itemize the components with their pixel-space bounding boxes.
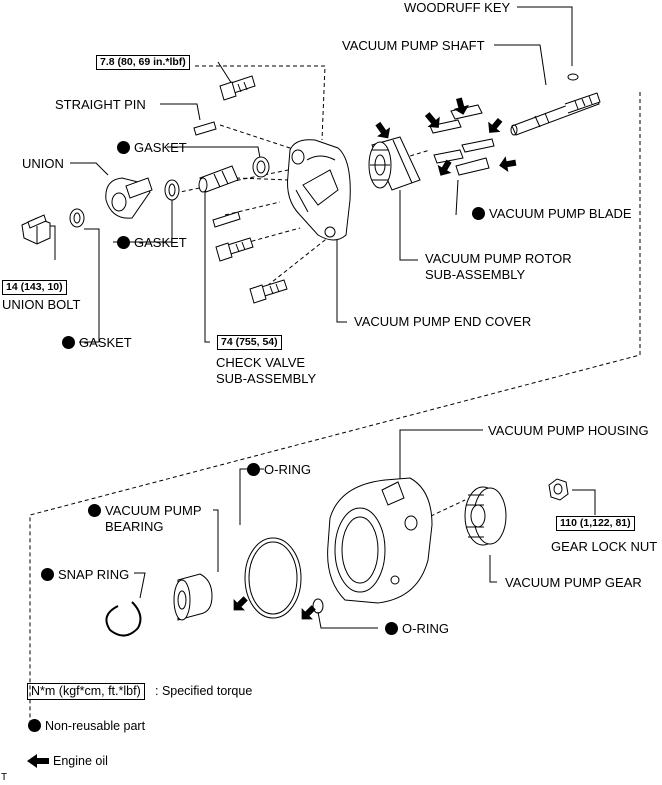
- label-gasket-bottom-text: GASKET: [79, 335, 132, 350]
- vacuum-pump-shaft-part: [510, 92, 601, 136]
- nonreusable-dot-icon: [88, 504, 101, 517]
- label-woodruff-key: WOODRUFF KEY: [404, 0, 511, 15]
- end-cover-bolt-top: [219, 75, 256, 101]
- gasket-bottom-part: [69, 208, 85, 228]
- label-gear: VACUUM PUMP GEAR: [505, 575, 642, 590]
- label-gasket-mid: GASKET: [117, 235, 187, 250]
- legend-torque-box: N*m (kgf*cm, ft.*lbf): [27, 683, 145, 700]
- torque-end-cover-bolt: 7.8 (80, 69 in.*lbf): [96, 55, 190, 70]
- label-end-cover: VACUUM PUMP END COVER: [354, 314, 532, 329]
- vacuum-pump-housing-part: [327, 477, 433, 604]
- label-o-ring-bottom: O-RING: [385, 621, 449, 636]
- end-cover-bolt-low: [249, 279, 288, 304]
- label-union-bolt: UNION BOLT: [2, 297, 81, 312]
- vacuum-pump-bearing-part: [173, 573, 213, 621]
- torque-union-bolt: 14 (143, 10): [2, 280, 67, 295]
- nonreusable-dot-icon: [472, 207, 485, 220]
- footer-mark: T: [1, 772, 8, 783]
- label-bearing-line1: VACUUM PUMP: [105, 503, 202, 518]
- vacuum-pump-gear-part: [464, 486, 507, 546]
- vacuum-pump-blades-part: [429, 104, 495, 176]
- torque-check-valve: 74 (755, 54): [217, 335, 282, 350]
- gasket-mid-part: [164, 179, 180, 201]
- nonreusable-dot-icon: [117, 141, 130, 154]
- woodruff-key-part: [567, 73, 579, 81]
- label-o-ring-top-text: O-RING: [264, 462, 311, 477]
- vacuum-pump-rotor-part: [368, 136, 421, 191]
- label-vacuum-pump-blade-text: VACUUM PUMP BLADE: [489, 206, 632, 221]
- straight-pin-low: [212, 211, 241, 228]
- union-bolt-part: [21, 214, 51, 245]
- label-rotor-line1: VACUUM PUMP ROTOR: [425, 251, 572, 266]
- label-vacuum-pump-shaft: VACUUM PUMP SHAFT: [342, 38, 485, 53]
- gear-lock-nut-part: [548, 478, 569, 501]
- label-check-valve-line1: CHECK VALVE: [216, 355, 306, 370]
- label-check-valve-line2: SUB-ASSEMBLY: [216, 371, 317, 386]
- label-housing: VACUUM PUMP HOUSING: [488, 423, 649, 438]
- label-union: UNION: [22, 156, 64, 171]
- nonreusable-dot-icon: [41, 568, 54, 581]
- label-gasket-mid-text: GASKET: [134, 235, 187, 250]
- label-snap-ring: SNAP RING: [41, 567, 129, 582]
- label-gasket-bottom: GASKET: [62, 335, 132, 350]
- end-cover-bolt-mid: [215, 237, 254, 262]
- vacuum-pump-end-cover-part: [287, 139, 351, 241]
- nonreusable-dot-icon: [28, 719, 41, 732]
- label-snap-ring-text: SNAP RING: [58, 567, 130, 582]
- legend-nonreusable-text: Non-reusable part: [45, 719, 146, 733]
- label-vacuum-pump-blade: VACUUM PUMP BLADE: [472, 206, 632, 221]
- straight-pin-top: [193, 121, 217, 136]
- label-bearing-line2: BEARING: [105, 519, 164, 534]
- legend-oil-text: Engine oil: [53, 754, 108, 768]
- engine-oil-arrows: [233, 97, 517, 620]
- label-gear-lock-nut: GEAR LOCK NUT: [551, 539, 658, 554]
- legend-torque-text: : Specified torque: [155, 684, 253, 698]
- torque-gear-lock-nut: 110 (1,122, 81): [556, 516, 635, 531]
- engine-oil-legend-arrow: [27, 754, 49, 768]
- nonreusable-dot-icon: [62, 336, 75, 349]
- nonreusable-dot-icon: [385, 622, 398, 635]
- label-o-ring-bottom-text: O-RING: [402, 621, 449, 636]
- check-valve-part: [198, 165, 239, 193]
- label-bearing: VACUUM PUMP: [88, 503, 202, 518]
- gasket-top-part: [252, 156, 270, 178]
- o-ring-large-part: [244, 537, 302, 619]
- label-rotor-line2: SUB-ASSEMBLY: [425, 267, 526, 282]
- label-straight-pin: STRAIGHT PIN: [55, 97, 146, 112]
- label-gasket-top: GASKET: [117, 140, 187, 155]
- o-ring-small-part: [312, 598, 324, 614]
- label-o-ring-top: O-RING: [247, 462, 311, 477]
- union-part: [105, 177, 153, 219]
- legend-nonreusable: Non-reusable part: [28, 719, 145, 734]
- snap-ring-part: [105, 601, 142, 637]
- nonreusable-dot-icon: [247, 463, 260, 476]
- nonreusable-dot-icon: [117, 236, 130, 249]
- label-gasket-top-text: GASKET: [134, 140, 187, 155]
